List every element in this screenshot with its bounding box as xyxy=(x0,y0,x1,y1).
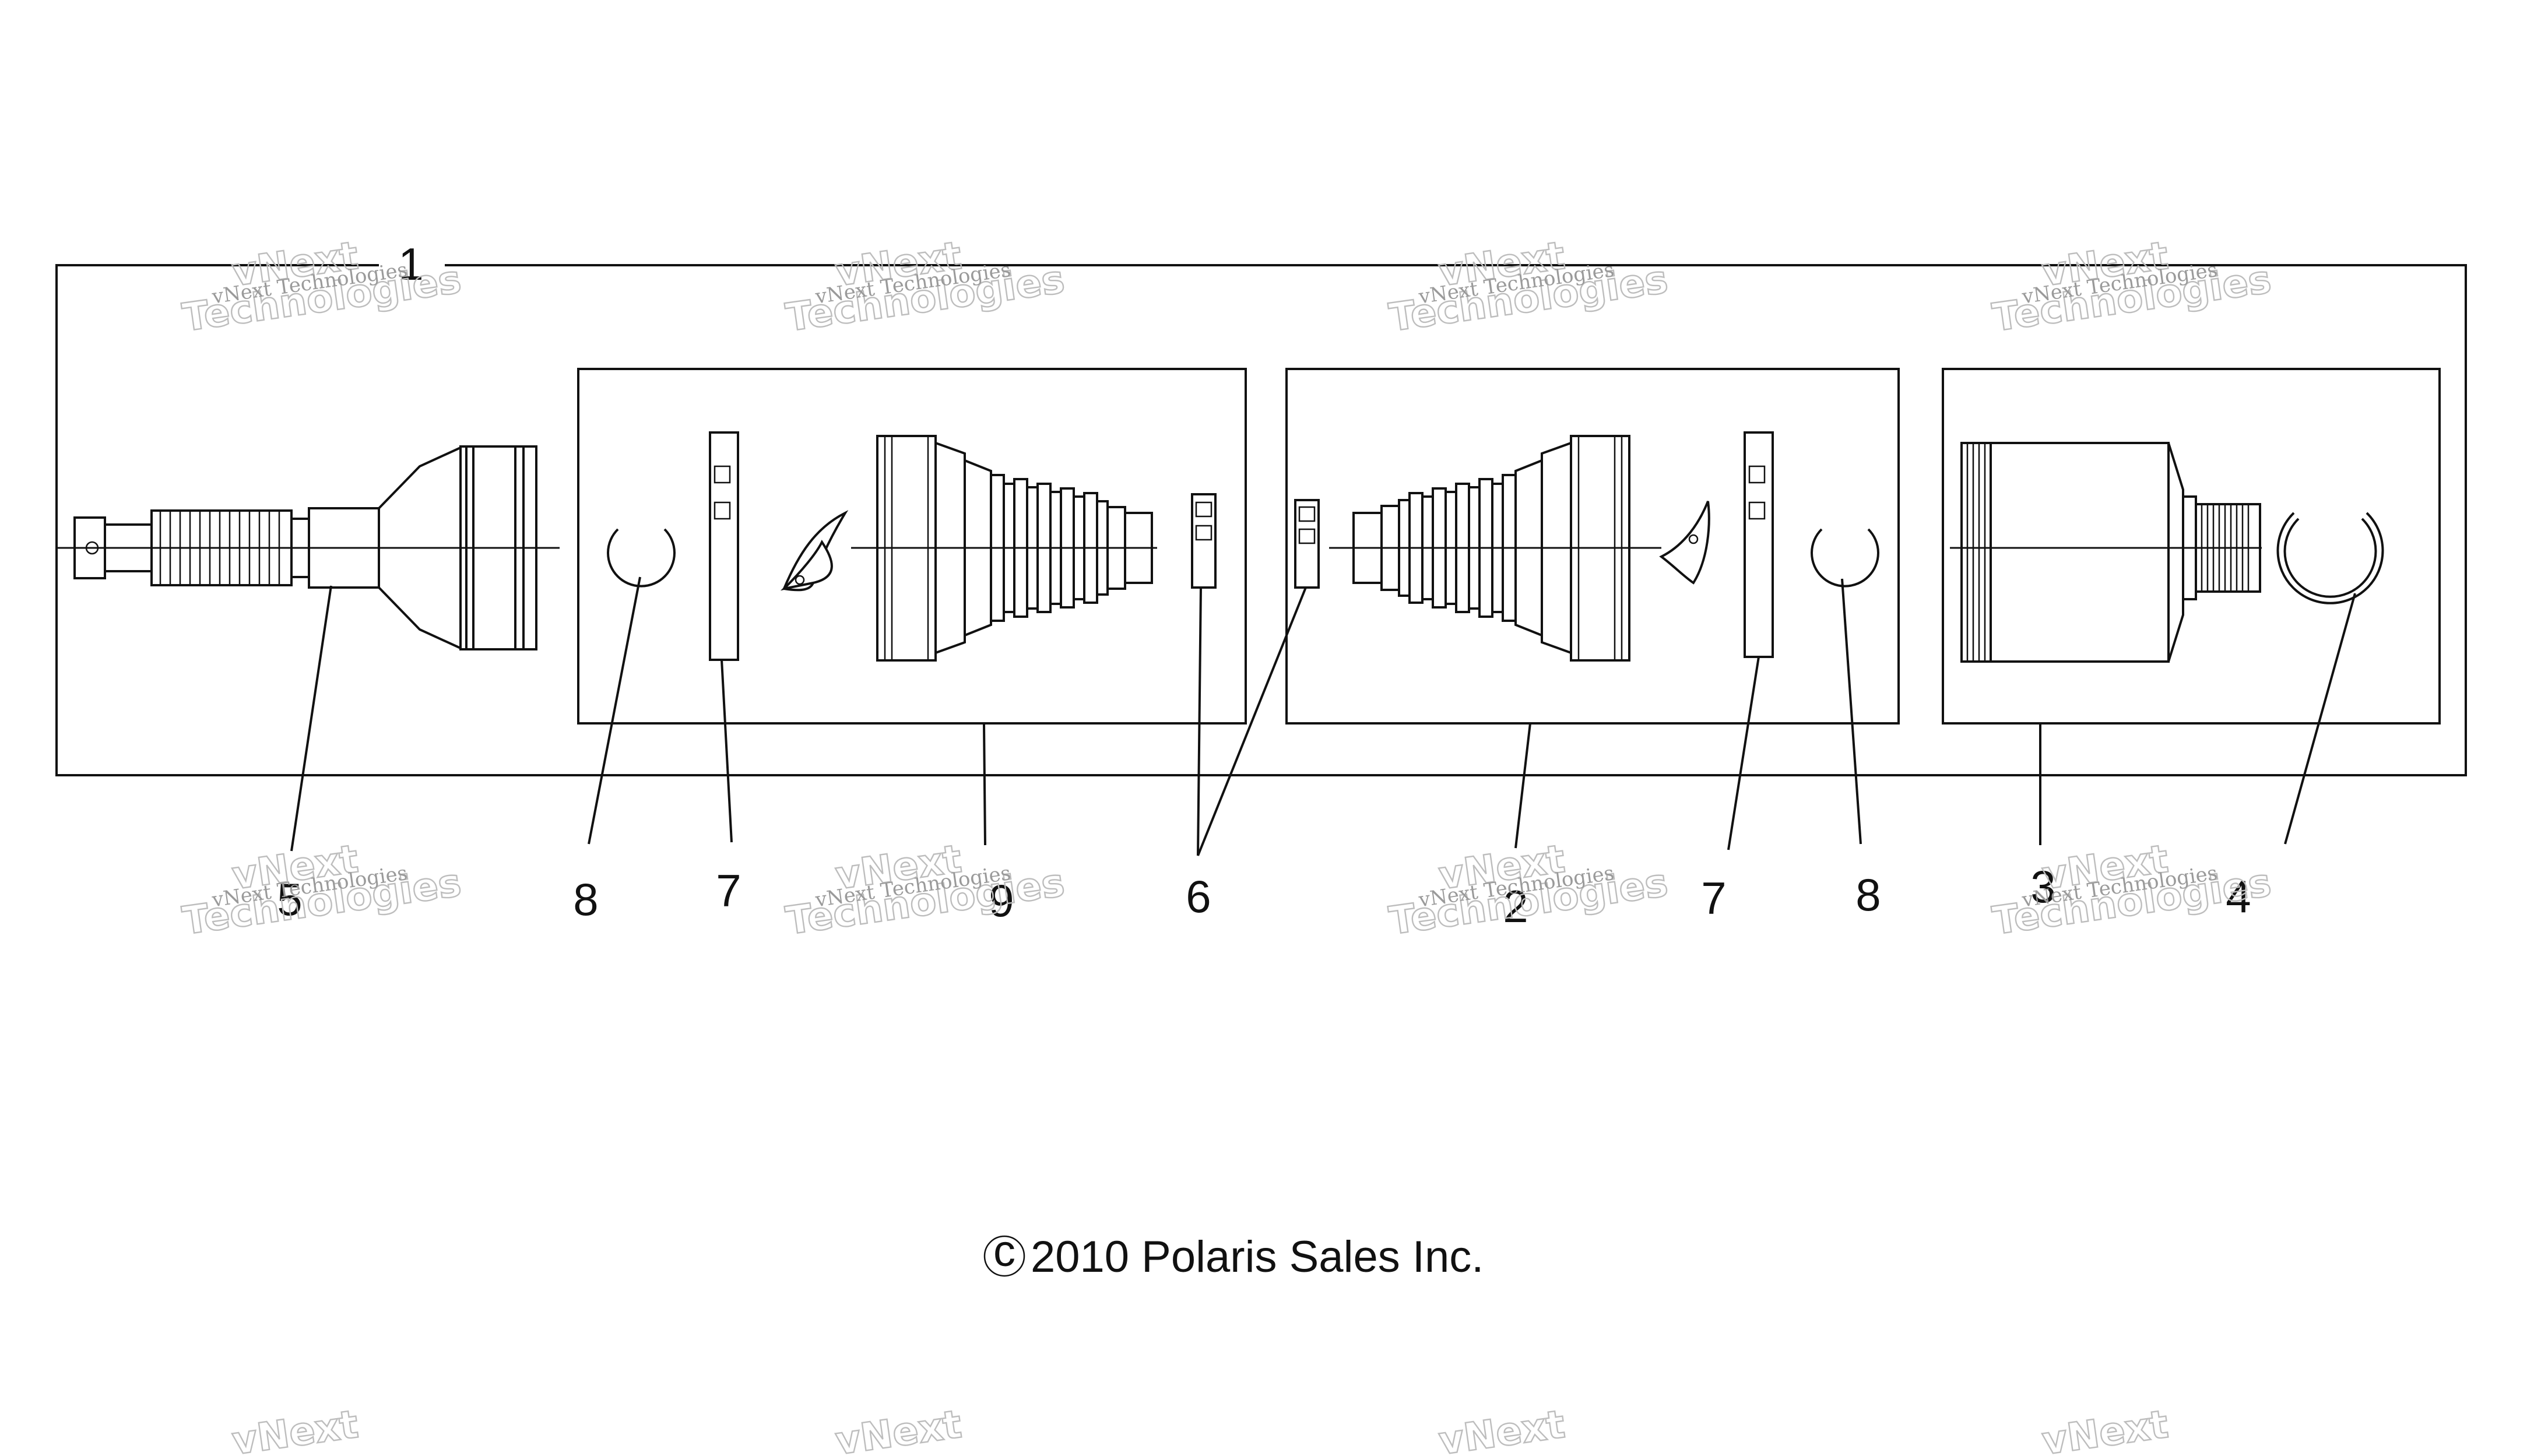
callout-labels: 1 5 8 7 9 6 2 7 8 3 4 xyxy=(277,238,2251,932)
boot-insert-right xyxy=(1659,501,1710,585)
watermark-tile: vNext Technologies vNext Technologies xyxy=(782,232,1068,340)
watermarks: vNext Technologies vNext Technologies vN… xyxy=(179,232,2275,1456)
copyright-text: 2010 Polaris Sales Inc. xyxy=(1031,1232,1484,1282)
svg-text:vNext: vNext xyxy=(1436,1402,1567,1456)
watermark-tile-partial: vNext xyxy=(2039,1401,2171,1456)
clamp-band-7-right xyxy=(1744,431,1774,658)
subassembly-frame-2 xyxy=(1285,368,1900,725)
boot-insert-left xyxy=(780,510,849,592)
cv-boot-9 xyxy=(851,435,1157,662)
svg-text:vNext: vNext xyxy=(2039,1402,2171,1456)
callout-8-left: 8 xyxy=(573,874,598,925)
watermark-tile: vNext Technologies vNext Technologies xyxy=(179,835,465,944)
watermark-tile-partial: vNext xyxy=(832,1401,965,1456)
watermark-tile: vNext Technologies vNext Technologies xyxy=(782,835,1068,944)
leader-lines xyxy=(290,576,2356,856)
outer-cv-joint-shaft xyxy=(55,445,560,650)
small-clamp-6-right xyxy=(1294,499,1320,589)
subassembly-frame-3 xyxy=(1942,368,2441,725)
watermark-tile-partial: vNext xyxy=(1435,1401,1568,1456)
callout-7-right: 7 xyxy=(1701,873,1726,924)
clamp-band-7-left xyxy=(709,431,739,661)
watermark-tile: vNext Technologies vNext Technologies xyxy=(1989,232,2275,340)
callout-3: 3 xyxy=(2030,861,2055,912)
circlip-8-right xyxy=(1811,528,1879,588)
callout-6: 6 xyxy=(1186,871,1211,922)
callout-2: 2 xyxy=(1503,881,1528,932)
callout-9: 9 xyxy=(989,875,1014,926)
watermark-tile: vNext Technologies vNext Technologies xyxy=(1386,232,1671,340)
copyright-symbol: c xyxy=(993,1226,1015,1276)
svg-text:vNext: vNext xyxy=(832,1402,964,1456)
svg-text:vNext: vNext xyxy=(229,1402,361,1456)
circlip-8-left xyxy=(607,528,676,588)
small-clamp-6-left xyxy=(1191,493,1217,589)
callout-1: 1 xyxy=(398,238,423,290)
assembly-frame-1 xyxy=(55,264,2467,776)
subassembly-frame-9 xyxy=(577,368,1247,725)
copyright-notice: c 2010 Polaris Sales Inc. xyxy=(983,1226,1484,1282)
inner-cv-joint-3 xyxy=(1950,442,2262,663)
callout-8-right: 8 xyxy=(1855,869,1881,920)
callout-5: 5 xyxy=(277,874,302,925)
callout-4: 4 xyxy=(2226,871,2251,922)
cv-boot-2 xyxy=(1329,435,1661,662)
watermark-tile: vNext Technologies vNext Technologies xyxy=(1989,835,2275,944)
retaining-ring-4 xyxy=(2276,512,2384,604)
callout-7-left: 7 xyxy=(716,865,741,916)
watermark-tile: vNext Technologies vNext Technologies xyxy=(179,232,465,340)
watermark-tile-partial: vNext xyxy=(229,1401,361,1456)
